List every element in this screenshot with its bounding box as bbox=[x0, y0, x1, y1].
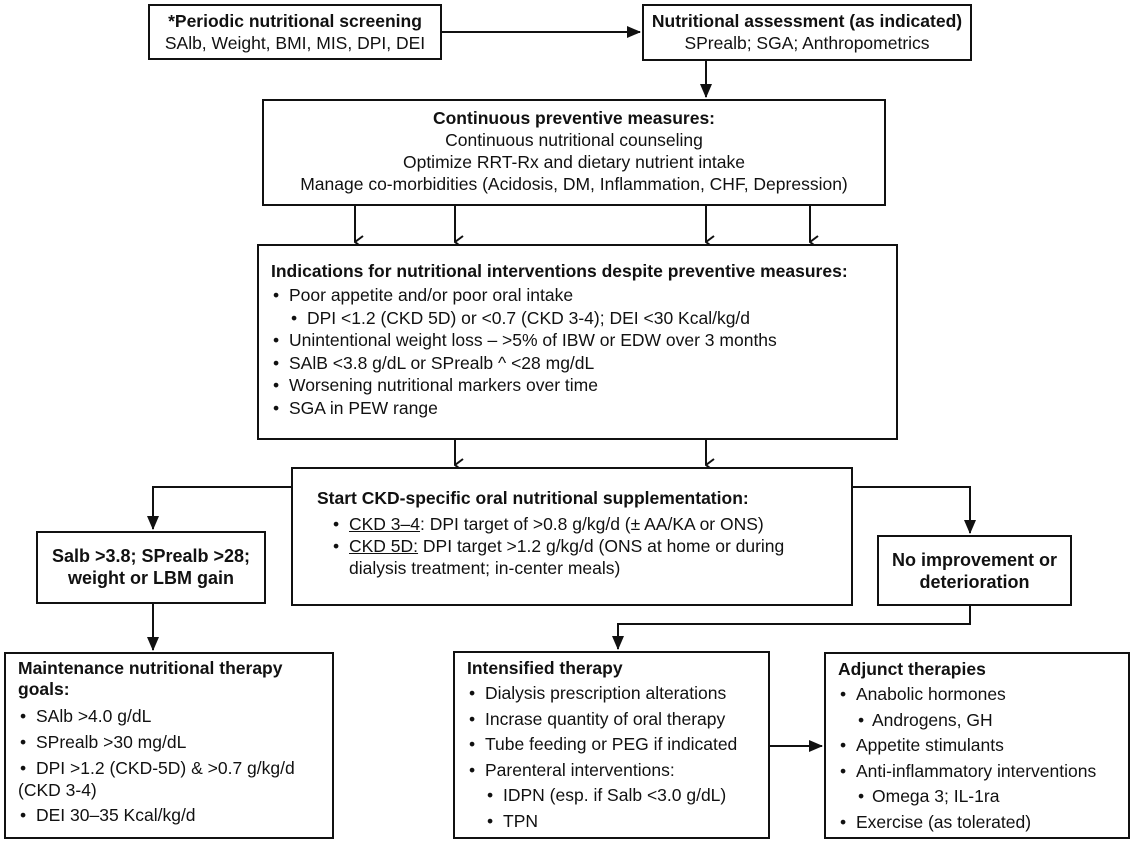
list-item: DPI >1.2 (CKD-5D) & >0.7 g/kg/d (CKD 3-4… bbox=[18, 757, 322, 801]
ckd-3-4-text: : DPI target of >0.8 g/kg/d (± AA/KA or … bbox=[420, 514, 764, 534]
maintenance-dpi-text: DPI >1.2 (CKD-5D) & >0.7 g/kg/d bbox=[36, 758, 295, 778]
list-item: CKD 5D: DPI target >1.2 g/kg/d (ONS at h… bbox=[331, 535, 839, 579]
list-item: SAlB <3.8 g/dL or SPrealb ^ <28 mg/dL bbox=[271, 352, 884, 375]
ckd-5d-text: DPI target >1.2 g/kg/d (ONS at home or d… bbox=[418, 536, 785, 556]
screening-items: SAlb, Weight, BMI, MIS, DPI, DEI bbox=[164, 33, 426, 53]
intensified-title: Intensified therapy bbox=[467, 658, 623, 678]
ckd-5d-label: CKD 5D: bbox=[349, 536, 419, 556]
assessment-title: Nutritional assessment (as indicated) bbox=[651, 11, 963, 31]
list-item: IDPN (esp. if Salb <3.0 g/dL) bbox=[467, 783, 758, 809]
no-improvement-line: deterioration bbox=[919, 572, 1030, 592]
intensified-list: Dialysis prescription alterations Incras… bbox=[467, 681, 758, 834]
maintenance-title: Maintenance nutritional therapy goals: bbox=[18, 658, 322, 700]
list-item: Appetite stimulants bbox=[838, 733, 1118, 759]
adjunct-title: Adjunct therapies bbox=[838, 659, 986, 679]
list-item: Poor appetite and/or poor oral intake bbox=[271, 284, 884, 307]
indications-box: Indications for nutritional intervention… bbox=[257, 244, 898, 440]
list-item: Exercise (as tolerated) bbox=[838, 810, 1118, 836]
list-item: SPrealb >30 mg/dL bbox=[18, 730, 322, 756]
preventive-title: Continuous preventive measures: bbox=[432, 108, 716, 128]
adjunct-box: Adjunct therapies Anabolic hormones Andr… bbox=[824, 652, 1130, 839]
list-item: DEI 30–35 Kcal/kg/d bbox=[18, 803, 322, 829]
no-improvement-line: No improvement or bbox=[891, 550, 1058, 570]
supplementation-title: Start CKD-specific oral nutritional supp… bbox=[317, 488, 749, 508]
list-item: Anabolic hormones bbox=[838, 682, 1118, 708]
arrow-supplementation-to-improvement bbox=[147, 486, 291, 530]
assessment-box: Nutritional assessment (as indicated) SP… bbox=[642, 4, 972, 61]
intensified-box: Intensified therapy Dialysis prescriptio… bbox=[453, 651, 770, 839]
preventive-line: Manage co-morbidities (Acidosis, DM, Inf… bbox=[300, 174, 848, 194]
no-improvement-box: No improvement or deterioration bbox=[877, 535, 1072, 606]
list-item: Anti-inflammatory interventions bbox=[838, 759, 1118, 785]
list-item: Omega 3; IL-1ra bbox=[838, 784, 1118, 810]
list-item: DPI <1.2 (CKD 5D) or <0.7 (CKD 3-4); DEI… bbox=[271, 307, 884, 330]
maintenance-dpi-text-cont: (CKD 3-4) bbox=[18, 780, 97, 800]
list-item: SAlb >4.0 g/dL bbox=[18, 704, 322, 730]
list-item: TPN bbox=[467, 809, 758, 835]
improvement-line: weight or LBM gain bbox=[68, 568, 234, 588]
list-item: Parenteral interventions: bbox=[467, 758, 758, 784]
screening-box: *Periodic nutritional screening SAlb, We… bbox=[148, 4, 442, 60]
arrow-no-improvement-to-intensified bbox=[612, 606, 971, 650]
indications-title: Indications for nutritional intervention… bbox=[271, 261, 848, 281]
preventive-measures-box: Continuous preventive measures: Continuo… bbox=[262, 99, 886, 206]
list-item: SGA in PEW range bbox=[271, 397, 884, 420]
maintenance-title-line: goals: bbox=[18, 679, 70, 699]
preventive-line: Continuous nutritional counseling bbox=[445, 130, 703, 150]
list-item: Dialysis prescription alterations bbox=[467, 681, 758, 707]
supplementation-box: Start CKD-specific oral nutritional supp… bbox=[291, 467, 853, 606]
supplementation-list: CKD 3–4: DPI target of >0.8 g/kg/d (± AA… bbox=[317, 513, 839, 579]
improvement-box: Salb >3.8; SPrealb >28; weight or LBM ga… bbox=[36, 531, 266, 604]
list-item: Androgens, GH bbox=[838, 708, 1118, 734]
maintenance-title-line: Maintenance nutritional therapy bbox=[18, 658, 283, 678]
list-item: Incrase quantity of oral therapy bbox=[467, 707, 758, 733]
indications-list: Poor appetite and/or poor oral intake DP… bbox=[271, 284, 884, 419]
improvement-line: Salb >3.8; SPrealb >28; bbox=[51, 546, 251, 566]
screening-title: *Periodic nutritional screening bbox=[168, 11, 422, 31]
preventive-line: Optimize RRT-Rx and dietary nutrient int… bbox=[402, 152, 746, 172]
list-item: Unintentional weight loss – >5% of IBW o… bbox=[271, 329, 884, 352]
arrow-supplementation-to-no-improvement bbox=[853, 486, 976, 534]
ckd-3-4-label: CKD 3–4 bbox=[349, 514, 421, 534]
list-item: Tube feeding or PEG if indicated bbox=[467, 732, 758, 758]
adjunct-list: Anabolic hormones Androgens, GH Appetite… bbox=[838, 682, 1118, 835]
maintenance-box: Maintenance nutritional therapy goals: S… bbox=[4, 652, 334, 839]
maintenance-list: SAlb >4.0 g/dL SPrealb >30 mg/dL DPI >1.… bbox=[18, 704, 322, 829]
assessment-items: SPrealb; SGA; Anthropometrics bbox=[684, 33, 930, 53]
ckd-5d-text-cont: dialysis treatment; in-center meals) bbox=[349, 558, 621, 578]
list-item: CKD 3–4: DPI target of >0.8 g/kg/d (± AA… bbox=[331, 513, 839, 535]
list-item: Worsening nutritional markers over time bbox=[271, 374, 884, 397]
